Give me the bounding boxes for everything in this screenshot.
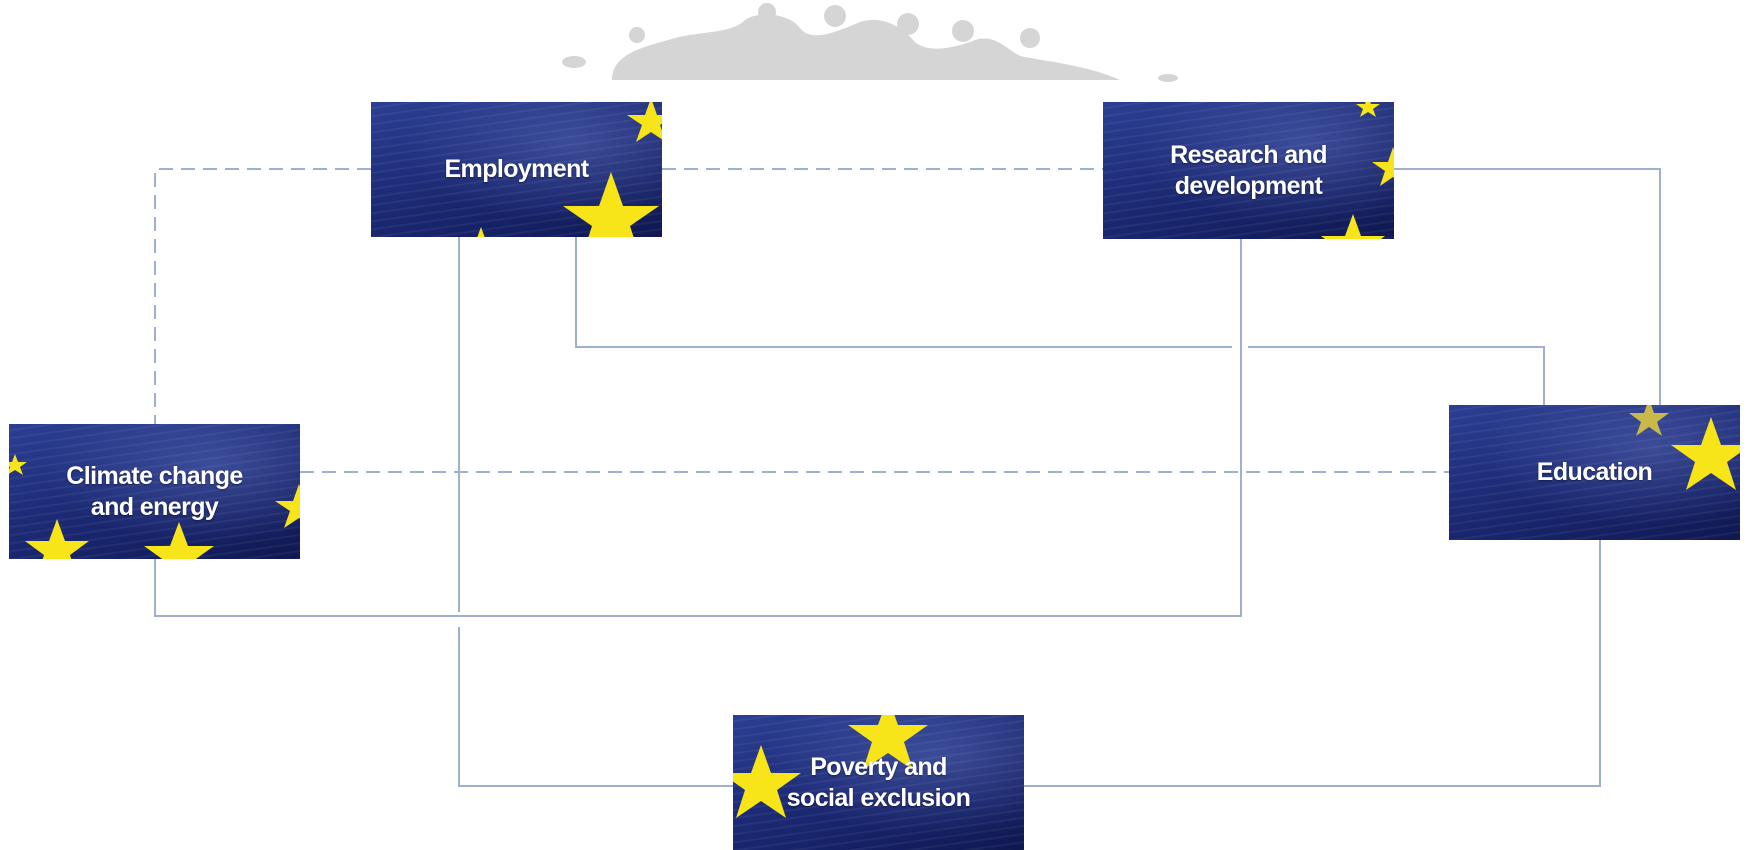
connector-climate-research: [154, 239, 1242, 617]
connector-employment-climate: [154, 168, 371, 424]
solid-connectors: [154, 168, 1661, 787]
connector-employment-poverty-b: [458, 627, 733, 787]
connector-employment-education-a: [575, 237, 1232, 348]
connector-education-poverty: [1024, 540, 1601, 787]
node-label-research-development: Research and development: [1170, 140, 1327, 200]
header-silhouette: [562, 3, 1178, 82]
connector-research-education: [1394, 168, 1661, 405]
node-climate-change-energy: Climate change and energy: [9, 424, 300, 559]
node-poverty-social-exclusion: Poverty and social exclusion: [733, 715, 1024, 850]
node-education: Education: [1449, 405, 1740, 540]
node-label-employment: Employment: [444, 155, 589, 183]
node-label-education: Education: [1536, 458, 1653, 486]
dashed-connectors: [154, 168, 1449, 473]
node-label-climate-change-energy: Climate change and energy: [66, 461, 243, 521]
node-employment: Employment: [371, 102, 662, 237]
connector-employment-education-b: [1248, 346, 1545, 405]
node-label-poverty-social-exclusion: Poverty and social exclusion: [786, 752, 971, 812]
node-research-development: Research and development: [1103, 102, 1394, 239]
